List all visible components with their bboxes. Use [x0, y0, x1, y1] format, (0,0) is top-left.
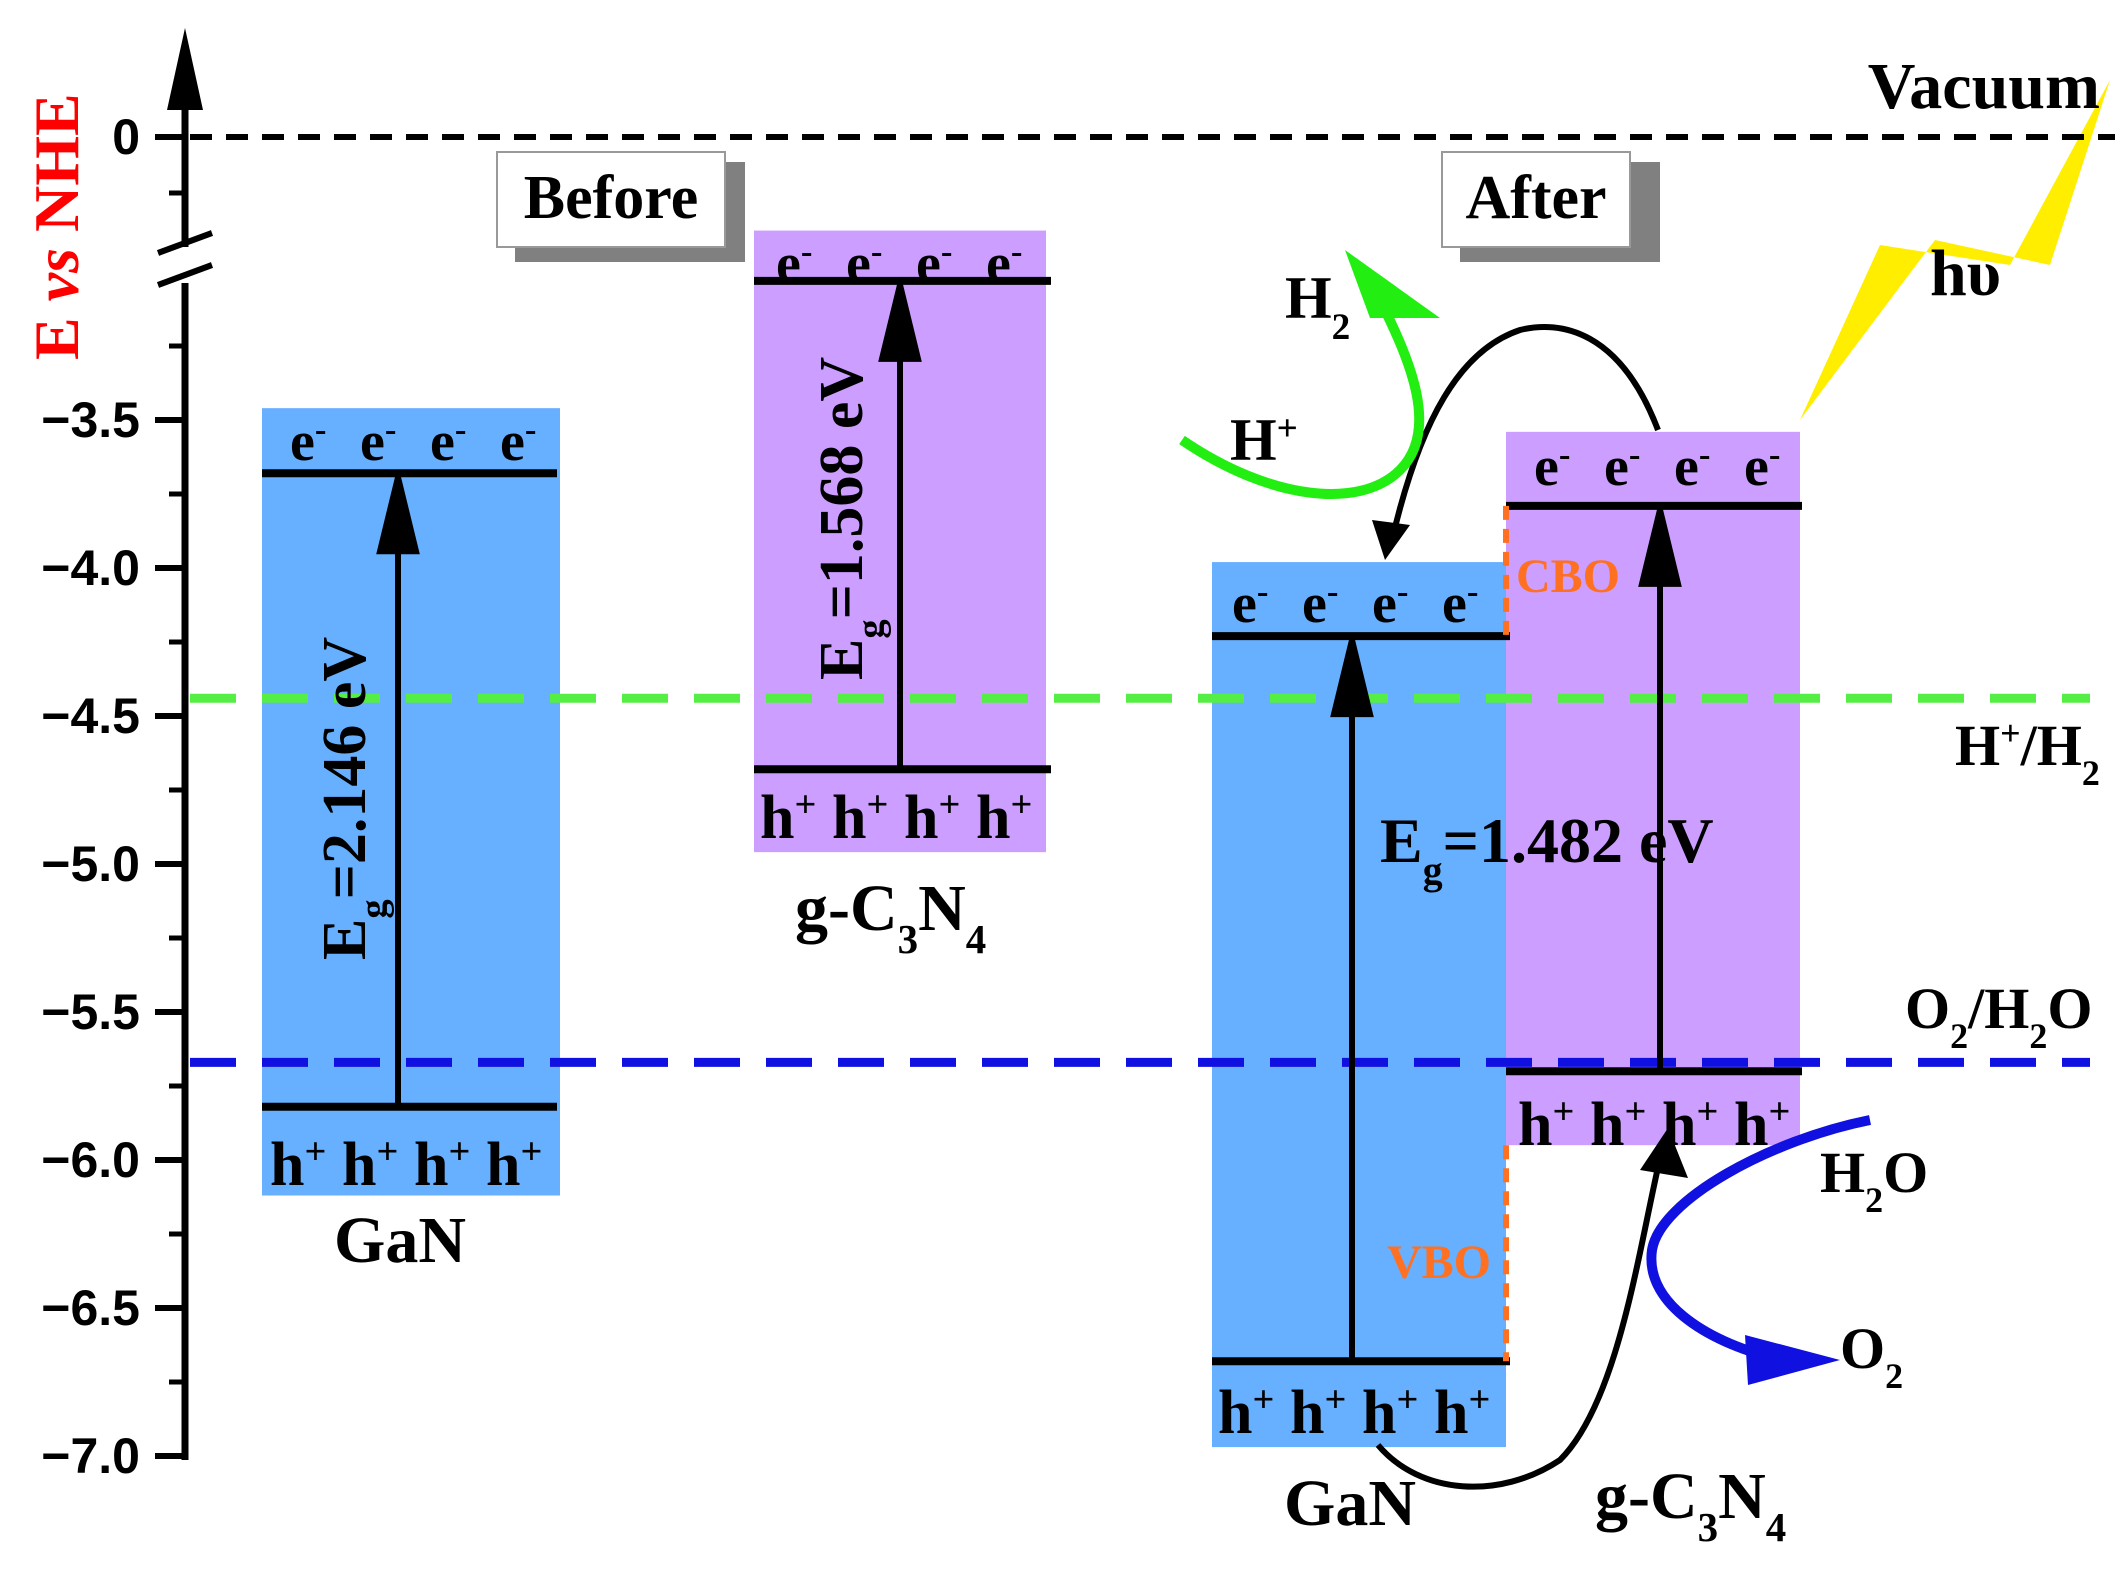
after-gcn-hole: h+ [1734, 1091, 1790, 1159]
cbo-label: CBO [1516, 550, 1620, 603]
vbo-label: VBO [1387, 1236, 1491, 1289]
y-tick-label: −4.0 [41, 540, 140, 596]
before-gan-hole: h+ [270, 1131, 326, 1199]
before-gan-electron: e- [500, 410, 536, 474]
after-gan-hole: h+ [1434, 1379, 1490, 1447]
after-gan-name: GaN [1284, 1467, 1416, 1540]
vacuum-label: Vacuum [1868, 50, 2100, 123]
after-gan-hole: h+ [1290, 1379, 1346, 1447]
before-gcn-eg-label: Eg=1.568 eV [808, 357, 892, 680]
after-gan-electron: e- [1232, 572, 1268, 636]
after-gan-arrow-head [1330, 639, 1374, 718]
electron-transfer-arrow-head [1372, 520, 1410, 560]
after-gan-hole: h+ [1362, 1379, 1418, 1447]
before-gcn-arrow-head [878, 284, 922, 362]
before-gcn-hole: h+ [832, 784, 888, 852]
y-tick-label: −4.5 [41, 688, 140, 744]
after-gcn-hole: h+ [1590, 1091, 1646, 1159]
before-gcn-hole: h+ [976, 784, 1032, 852]
before-gcn-hole: h+ [904, 784, 960, 852]
before-gan-eg-label: Eg=2.146 eV [311, 637, 395, 960]
electron-transfer-arrow [1389, 323, 1661, 541]
y-tick-label: −7.0 [41, 1428, 140, 1484]
y-tick-label: −3.5 [41, 392, 140, 448]
after-gcn-hole: h+ [1662, 1091, 1718, 1159]
y-axis: 0 −3.5 −4.0 −4.5 −5.0 −5.5 −6.0 −6.5 −7.0 E vs NH… [21, 28, 214, 1484]
h2o-label: H2O [1820, 1140, 1928, 1220]
y-axis-title: E vs NHE [21, 93, 92, 360]
after-gan-electron: e- [1302, 572, 1338, 636]
before-gcn-electron: e- [846, 232, 882, 296]
y-axis-arrow-head [167, 28, 203, 110]
oxygen-evolution-arrow [1646, 1115, 1871, 1365]
after-gcn-name: g-C3N4 [1595, 1460, 1786, 1550]
h-plus-label: H+ [1230, 407, 1298, 473]
o2-label: O2 [1840, 1316, 1903, 1396]
before-gcn-electron: e- [986, 232, 1022, 296]
light-bolt [1800, 80, 2110, 420]
before-gan-name: GaN [334, 1204, 466, 1277]
hole-transfer-arrow [1375, 1149, 1665, 1490]
before-gcn-electron: e- [916, 232, 952, 296]
oxygen-evolution-arrow-head [1745, 1335, 1840, 1385]
h2-label: H2 [1285, 265, 1350, 348]
before-label: Before [524, 164, 698, 232]
before-gan-electron: e- [290, 410, 326, 474]
after-label-box [1441, 151, 1631, 248]
before-label-box [496, 151, 726, 248]
after-eg-label: Eg=1.482 eV [1380, 805, 1714, 893]
o2-h2o-label: O2/H2O [1905, 976, 2092, 1056]
after-label: After [1465, 164, 1606, 232]
before-gan-electron: e- [360, 410, 396, 474]
y-tick-label: −5.5 [41, 984, 140, 1040]
light-label: hυ [1930, 237, 2001, 310]
hole-transfer-arrow-head [1640, 1128, 1688, 1178]
before-gan-arrow-head [376, 476, 420, 555]
after-gcn-electron: e- [1674, 435, 1710, 499]
before-gan-hole: h+ [414, 1131, 470, 1199]
y-tick-label: −6.5 [41, 1280, 140, 1336]
hydrogen-evolution-arrow [1179, 297, 1425, 499]
before-gcn-hole: h+ [760, 784, 816, 852]
before-gan-electron: e- [430, 410, 466, 474]
after-gan-hole: h+ [1218, 1379, 1274, 1447]
after-gan-electron: e- [1442, 572, 1478, 636]
after-gcn-electron: e- [1534, 435, 1570, 499]
labels: e-e-e-e-h+h+h+h+e-e-e-e-h+h+h+h+e-e-e-e-… [270, 50, 2100, 1550]
after-gcn-electron: e- [1604, 435, 1640, 499]
after-gcn-arrow-head [1638, 509, 1682, 587]
after-gan-electron: e- [1372, 572, 1408, 636]
y-tick-label: −6.0 [41, 1132, 140, 1188]
axis-break-mark [156, 262, 214, 288]
y-tick-label: 0 [112, 109, 140, 165]
axis-break-mark [156, 230, 214, 256]
after-gcn-electron: e- [1744, 435, 1780, 499]
y-tick-label: −5.0 [41, 836, 140, 892]
before-gcn-electron: e- [776, 232, 812, 296]
after-gcn-hole: h+ [1518, 1091, 1574, 1159]
hydrogen-evolution-arrow-head [1345, 250, 1440, 318]
before-gan-hole: h+ [486, 1131, 542, 1199]
before-gcn-name: g-C3N4 [795, 872, 986, 962]
before-gan-hole: h+ [342, 1131, 398, 1199]
h-plus-h2-label: H+/H2 [1955, 713, 2100, 793]
